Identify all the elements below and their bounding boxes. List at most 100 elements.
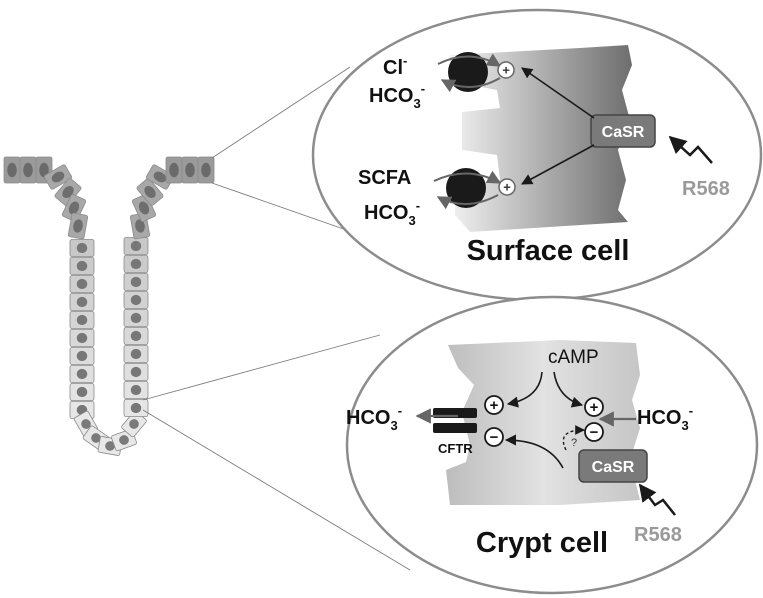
epithelial-cell xyxy=(123,309,149,327)
epithelial-cell xyxy=(136,178,164,206)
crypt-epithelium xyxy=(3,156,215,456)
nucleus xyxy=(138,201,150,215)
epithelial-cell xyxy=(69,311,95,329)
nucleus xyxy=(51,171,65,183)
epithelial-cell xyxy=(43,164,73,190)
r568-activation-arrow-crypt xyxy=(638,483,676,516)
cl-label: Cl- xyxy=(383,53,407,79)
camp-to-basolateral-arrow xyxy=(553,371,584,408)
cftr-inhibition-minus-text: − xyxy=(490,429,499,446)
basolateral-stimulation-plus-text: + xyxy=(590,399,599,416)
epithelial-cell xyxy=(123,327,149,345)
surface-cell-title: Surface cell xyxy=(467,235,630,267)
epithelial-cell xyxy=(123,273,149,291)
hco3-label-crypt-left: HCO3- xyxy=(346,403,402,433)
nucleus xyxy=(76,314,88,326)
cftr-stimulation-plus-text: + xyxy=(490,397,499,414)
nucleus xyxy=(81,419,91,429)
nucleus xyxy=(130,276,142,288)
epithelial-cell xyxy=(69,347,95,365)
epithelial-cell xyxy=(165,156,183,184)
epithelial-cell xyxy=(69,239,95,257)
crypt-cell-panel: CFTR + − + − cAMP ? CaSR R568 HCO3- HCO3… xyxy=(345,295,759,595)
crypt-r568-label: R568 xyxy=(634,524,682,546)
basolateral-inhibition-minus xyxy=(584,422,604,442)
camp-label: cAMP xyxy=(548,347,599,368)
nucleus xyxy=(144,185,156,199)
epithelial-cell xyxy=(181,156,199,184)
epithelial-cell xyxy=(19,156,37,184)
nucleus xyxy=(76,368,88,380)
cftr-inhibition-minus xyxy=(484,427,504,447)
nucleus xyxy=(23,162,33,178)
surface-cell-body xyxy=(450,45,632,232)
epithelial-cell xyxy=(69,257,95,275)
nucleus xyxy=(153,171,167,183)
nucleus xyxy=(73,219,83,233)
epithelial-cell xyxy=(123,237,149,255)
nucleus xyxy=(130,366,142,378)
nucleus xyxy=(105,441,115,451)
surface-casr-label: CaSR xyxy=(602,124,645,141)
nucleus xyxy=(185,162,195,178)
cftr-channel-bottom xyxy=(433,423,477,433)
epithelial-cell xyxy=(123,381,149,399)
epithelial-cell xyxy=(123,363,149,381)
epithelial-cell xyxy=(69,293,95,311)
scfa-influx-arrow xyxy=(433,170,502,184)
chloride-bicarbonate-exchanger xyxy=(448,52,488,92)
stimulation-plus-top-text: + xyxy=(502,63,510,78)
cftr-stimulation-plus xyxy=(484,395,504,415)
surface-casr-box xyxy=(590,114,656,148)
nucleus xyxy=(169,162,179,178)
nucleus xyxy=(76,332,88,344)
scfa-label: SCFA xyxy=(358,167,411,189)
casr-to-exchanger-bottom-arrow xyxy=(521,144,595,185)
casr-to-cftr-inhibition-arrow xyxy=(504,434,564,469)
surface-r568-label: R568 xyxy=(682,178,730,200)
nucleus xyxy=(39,162,49,178)
nucleus xyxy=(130,294,142,306)
hco3-label-top: HCO3- xyxy=(369,81,425,111)
nucleus xyxy=(201,162,211,178)
epithelial-cell xyxy=(123,255,149,273)
epithelial-cell xyxy=(69,329,95,347)
nucleus xyxy=(7,162,17,178)
camp-to-cftr-arrow xyxy=(506,371,543,408)
r568-activation-arrow-surface xyxy=(668,135,713,164)
epithelial-cell xyxy=(69,275,95,293)
nucleus xyxy=(130,240,142,252)
nucleus xyxy=(76,296,88,308)
stimulation-plus-top xyxy=(497,61,515,79)
nucleus xyxy=(91,433,101,443)
nucleus xyxy=(76,242,88,254)
nucleus xyxy=(130,384,142,396)
unknown-pathway-mark: ? xyxy=(571,437,577,449)
nucleus xyxy=(76,386,88,398)
nucleus xyxy=(130,330,142,342)
epithelial-cell xyxy=(123,345,149,363)
hco3-label-bottom: HCO3- xyxy=(364,198,420,228)
stimulation-plus-bottom-text: + xyxy=(503,180,511,195)
crypt-casr-label: CaSR xyxy=(592,459,635,476)
scfa-bicarbonate-exchanger xyxy=(446,168,486,208)
nucleus xyxy=(119,435,129,445)
epithelial-cell xyxy=(3,156,21,184)
nucleus xyxy=(76,278,88,290)
epithelial-cell xyxy=(61,194,87,222)
hco3-label-crypt-right: HCO3- xyxy=(637,403,693,433)
zoom-lines xyxy=(142,66,411,571)
nucleus xyxy=(130,348,142,360)
hco3-efflux-arrow xyxy=(440,77,501,93)
nucleus xyxy=(129,419,139,429)
epithelial-cell xyxy=(197,156,215,184)
crypt-cell-title: Crypt cell xyxy=(476,527,608,559)
epithelial-cell xyxy=(67,212,89,240)
surface-cell-panel: + + CaSR R568 Cl- HCO3- SCFA HCO3- Surfa… xyxy=(311,8,763,302)
epithelial-cell xyxy=(69,365,95,383)
stimulation-plus-bottom xyxy=(498,178,516,196)
nucleus xyxy=(68,201,80,215)
cftr-label: CFTR xyxy=(438,441,473,456)
